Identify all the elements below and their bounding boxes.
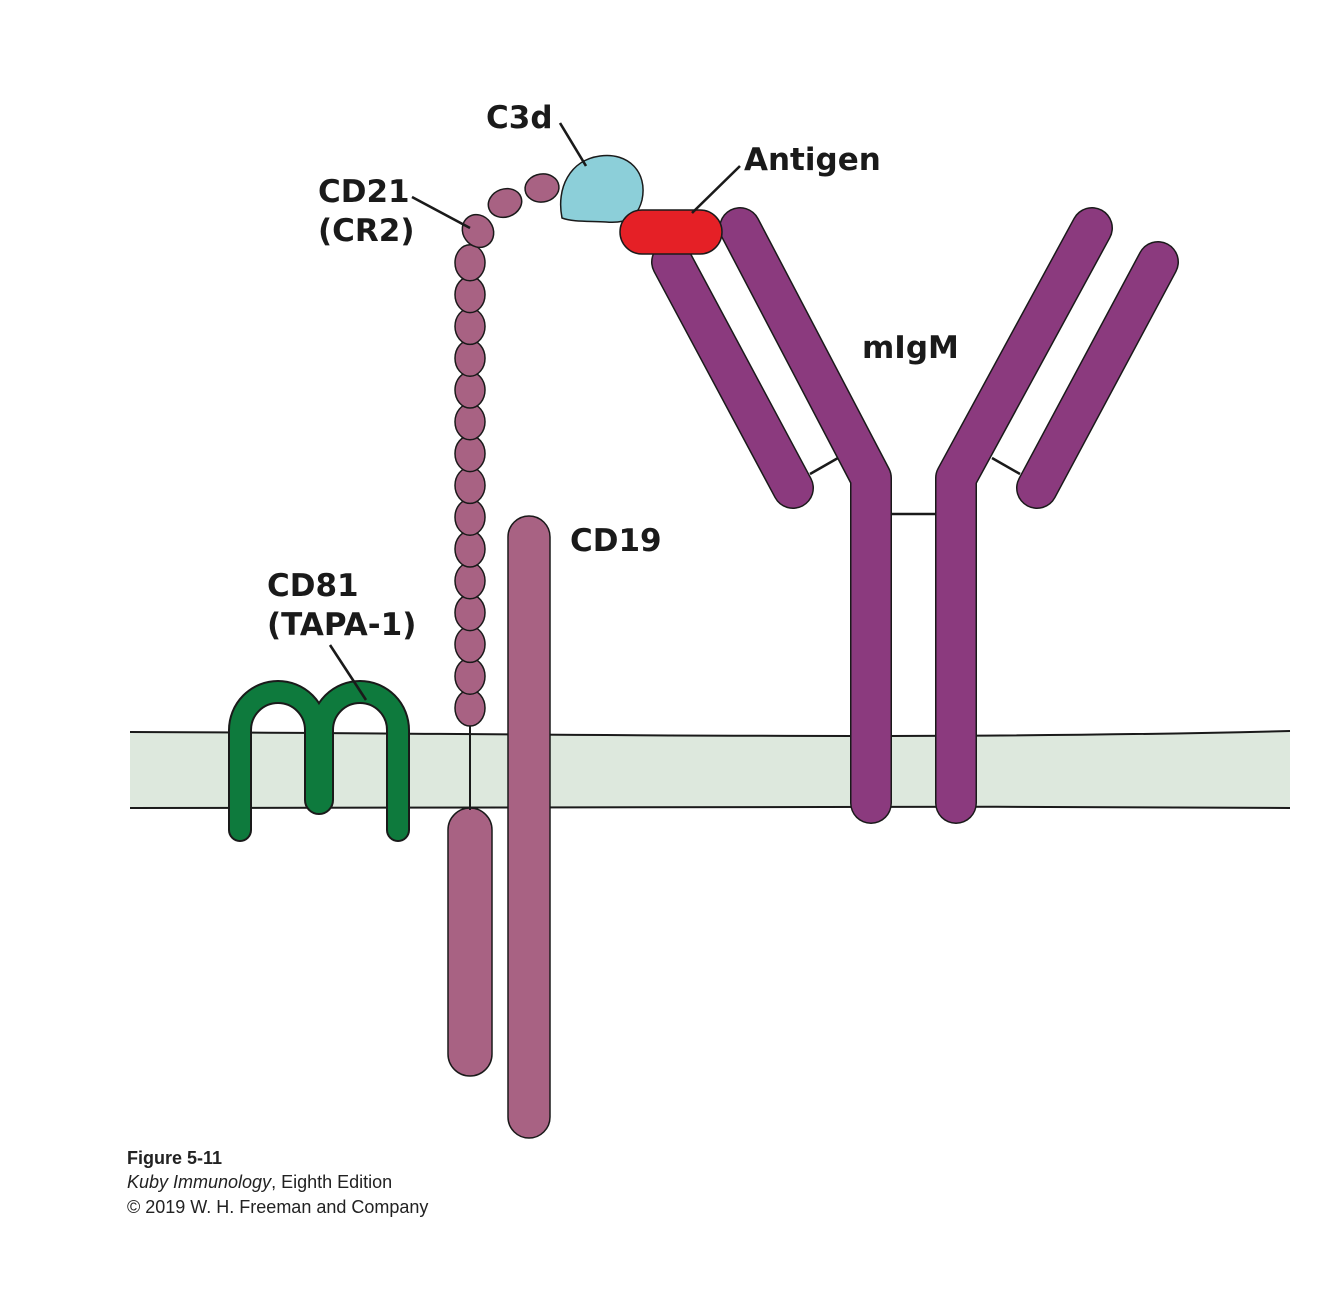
cd81-protein — [228, 680, 410, 842]
cd21-leader — [411, 195, 471, 230]
cd21-domain-bead — [524, 173, 560, 203]
caption-figure-number: Figure 5-11 — [127, 1148, 222, 1168]
membrane-inner-edge — [129, 805, 1291, 809]
cd21-protein — [454, 173, 560, 727]
migm-heavy-chain-right — [936, 208, 1112, 823]
labels: C3d Antigen CD21 (CR2) mIgM CD19 CD81 (T… — [267, 100, 959, 643]
label-cd21: CD21 — [318, 174, 410, 210]
cd21-domain-bead — [454, 689, 486, 727]
cd21-domain-bead — [454, 498, 486, 536]
migm-light-chain-right — [1017, 242, 1178, 508]
caption-book: Kuby Immunology, Eighth Edition — [127, 1172, 392, 1192]
antigen — [619, 209, 723, 255]
c3d-fragment — [560, 154, 644, 224]
cd21-domain-bead — [454, 275, 486, 314]
caption-edition: , Eighth Edition — [271, 1172, 392, 1192]
disulfide-bond-right — [991, 456, 1021, 476]
cd21-domain-bead — [454, 562, 486, 600]
migm-heavy-chains — [719, 207, 1113, 824]
cd21-domain-bead — [454, 625, 486, 664]
label-cr2: (CR2) — [318, 213, 415, 249]
caption-copyright: © 2019 W. H. Freeman and Company — [127, 1197, 428, 1217]
label-cd81: CD81 — [267, 568, 359, 604]
migm-disulfide-bonds — [809, 456, 1021, 516]
label-antigen: Antigen — [744, 142, 881, 178]
cd21-domain-bead — [454, 371, 486, 409]
cd21-domain-bead — [487, 187, 523, 219]
cd21-domain-bead — [454, 593, 486, 632]
cd21-domain-bead — [461, 213, 495, 249]
figure-caption: Figure 5-11 Kuby Immunology, Eighth Edit… — [127, 1148, 428, 1217]
cell-membrane — [129, 730, 1291, 809]
migm-heavy-chain-left — [720, 208, 891, 823]
label-migm: mIgM — [862, 330, 959, 366]
cd21-domain-bead — [454, 339, 486, 377]
c3d-leader — [558, 122, 588, 167]
membrane-band — [130, 731, 1290, 808]
disulfide-bond-left — [809, 456, 839, 476]
cd81-leader — [328, 644, 368, 701]
cd81-body — [230, 682, 408, 840]
label-cd19: CD19 — [570, 523, 662, 559]
cd19-cytoplasmic-tail — [447, 807, 493, 1077]
leader-lines — [328, 122, 741, 701]
antigen-leader — [691, 165, 741, 214]
caption-book-title: Kuby Immunology — [127, 1172, 272, 1192]
cd21-domain-bead — [454, 434, 486, 473]
migm-receptor — [651, 207, 1179, 824]
migm-light-chain-left — [652, 242, 813, 508]
membrane-outer-edge — [129, 730, 1291, 737]
label-tapa1: (TAPA-1) — [267, 607, 416, 643]
cd21-domain-bead — [454, 307, 486, 346]
cd21-domain-bead — [454, 530, 486, 568]
migm-light-chains — [651, 241, 1179, 509]
cd21-domain-bead — [454, 403, 486, 441]
cd21-domain-bead — [454, 657, 486, 695]
cd21-domain-bead — [454, 244, 486, 282]
cd19-extracellular-chain — [507, 515, 551, 1139]
label-c3d: C3d — [486, 100, 553, 136]
cd21-domain-bead — [454, 466, 486, 505]
